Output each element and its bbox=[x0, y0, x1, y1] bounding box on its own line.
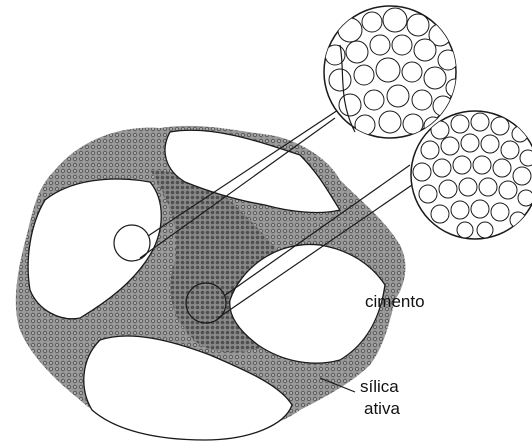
magnified-view-cement bbox=[324, 6, 464, 138]
label-silica-line2: ativa bbox=[364, 399, 400, 418]
label-silica-line1: sílica bbox=[360, 377, 399, 396]
magnified-view-silica bbox=[411, 111, 532, 239]
label-cement: cimento bbox=[365, 292, 425, 311]
